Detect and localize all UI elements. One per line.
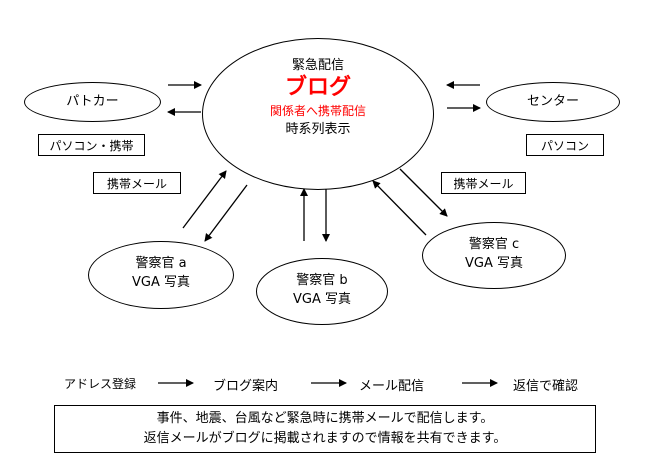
flow-step-mail-delivery: メール配信 bbox=[359, 379, 425, 394]
arrow-officer-a-to-center bbox=[182, 170, 227, 229]
note-line-2: 返信メールがブログに掲載されますので情報を共有できます。 bbox=[143, 431, 507, 446]
officer-a-node: 警察官 a VGA 写真 bbox=[88, 241, 234, 309]
label-pc-mobile: パソコン・携帯 bbox=[38, 134, 145, 156]
flow-step-blog-guide: ブログ案内 bbox=[213, 379, 279, 394]
officer-c-node: 警察官 c VGA 写真 bbox=[422, 222, 566, 289]
arrow-center-to-officer-a bbox=[204, 184, 248, 242]
patrol-car-node: パトカー bbox=[24, 82, 161, 122]
officer-b-node: 警察官 b VGA 写真 bbox=[256, 258, 388, 325]
center-title-blog: ブログ bbox=[284, 75, 351, 100]
officer-c-photo: VGA 写真 bbox=[465, 256, 523, 271]
officer-b-name: 警察官 b bbox=[296, 273, 348, 288]
label-pc: パソコン bbox=[526, 134, 604, 156]
label-mobile-mail-right: 携帯メール bbox=[441, 172, 526, 194]
arrow-center-to-officer-c bbox=[399, 168, 448, 217]
officer-a-name: 警察官 a bbox=[135, 256, 187, 271]
patrol-car-label: パトカー bbox=[66, 94, 119, 109]
flow-step-reply-confirm: 返信で確認 bbox=[513, 379, 579, 394]
officer-c-name: 警察官 c bbox=[468, 237, 520, 252]
officer-a-photo: VGA 写真 bbox=[132, 275, 190, 290]
note-line-1: 事件、地震、台風など緊急時に携帯メールで配信します。 bbox=[156, 411, 494, 426]
label-mobile-mail-left: 携帯メール bbox=[93, 172, 181, 194]
arrow-officer-c-to-center bbox=[372, 180, 427, 236]
officer-b-photo: VGA 写真 bbox=[293, 292, 351, 307]
center-station-node: センター bbox=[486, 82, 620, 122]
center-blog-node: 緊急配信 ブログ 関係者へ携帯配信 時系列表示 bbox=[202, 38, 434, 190]
center-station-label: センター bbox=[526, 94, 579, 109]
center-line-timeline: 時系列表示 bbox=[285, 122, 351, 137]
center-line-mobile-delivery: 関係者へ携帯配信 bbox=[269, 104, 366, 118]
center-line-emergency: 緊急配信 bbox=[291, 58, 344, 73]
flow-step-address-registration: アドレス登録 bbox=[64, 377, 137, 391]
description-note: 事件、地震、台風など緊急時に携帯メールで配信します。 返信メールがブログに掲載さ… bbox=[54, 405, 596, 453]
